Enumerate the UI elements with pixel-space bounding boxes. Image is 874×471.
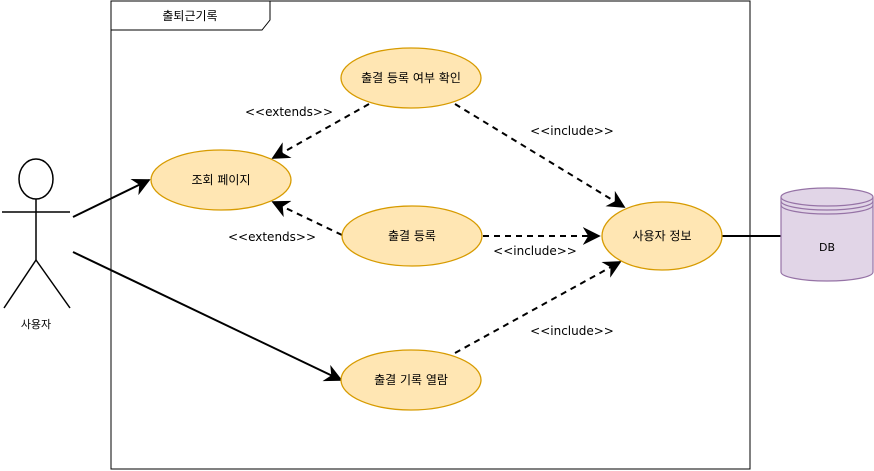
extends-label-top: <<extends>>	[245, 105, 333, 119]
usecase-register-label: 출결 등록	[388, 229, 436, 243]
actor-left-leg	[3, 259, 37, 309]
include-label-middle: <<include>>	[493, 244, 577, 258]
actor-user[interactable]	[2, 158, 71, 309]
include-label-top: <<include>>	[530, 124, 614, 138]
extends-label-bottom: <<extends>>	[228, 230, 316, 244]
usecase-view-records[interactable]: 출결 기록 열람	[340, 349, 482, 411]
usecase-user-info[interactable]: 사용자 정보	[601, 201, 723, 271]
association-user-view-records[interactable]	[72, 251, 343, 382]
actor-head	[18, 158, 54, 200]
usecase-view-page[interactable]: 조회 페이지	[150, 149, 292, 211]
database-cylinder[interactable]: DB	[780, 187, 874, 282]
database-label: DB	[819, 241, 835, 254]
usecase-register[interactable]: 출결 등록	[341, 205, 483, 267]
usecase-check-registration-label: 출결 등록 여부 확인	[361, 71, 461, 85]
system-boundary-title: 출퇴근기록	[162, 9, 217, 23]
usecase-user-info-label: 사용자 정보	[632, 229, 691, 243]
usecase-view-records-label: 출결 기록 열람	[374, 373, 448, 387]
usecase-view-page-label: 조회 페이지	[191, 173, 250, 187]
actor-label: 사용자	[21, 318, 51, 331]
extends-register-to-view[interactable]	[271, 200, 343, 236]
actor-right-leg	[35, 259, 71, 309]
usecase-check-registration[interactable]: 출결 등록 여부 확인	[340, 47, 482, 109]
extends-check-to-view[interactable]	[271, 103, 370, 159]
include-records-to-user-info[interactable]	[454, 261, 622, 354]
association-user-view-page[interactable]	[72, 178, 151, 218]
include-label-bottom: <<include>>	[530, 324, 614, 338]
